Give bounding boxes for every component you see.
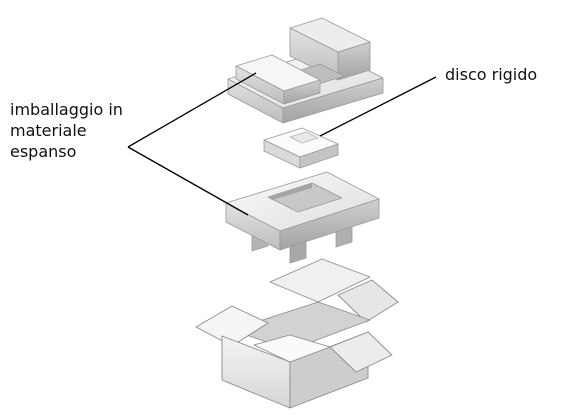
foam-label-line-1: imballaggio in <box>10 100 123 119</box>
leader-foam-top <box>127 72 257 148</box>
leader-foam-bottom <box>127 146 249 216</box>
hard-drive <box>263 127 339 169</box>
foam-label-line-3: espanso <box>10 142 77 161</box>
leader-lines <box>127 72 437 216</box>
foam-bottom <box>225 171 380 264</box>
hard-drive-label: disco rigido <box>445 65 538 84</box>
foam-top <box>227 17 384 124</box>
foam-label-line-2: materiale <box>10 121 87 140</box>
leader-disk <box>319 76 437 137</box>
shipping-box <box>195 258 399 409</box>
foam-packaging-label: imballaggio in materiale espanso <box>10 99 123 162</box>
